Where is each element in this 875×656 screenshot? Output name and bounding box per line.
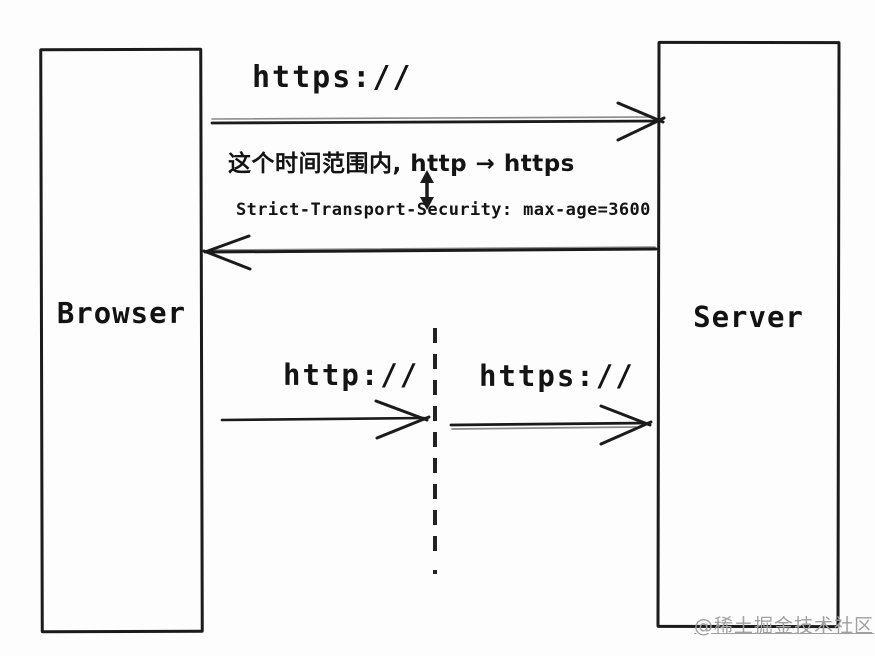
https-redirect-arrow: [449, 404, 653, 446]
sts-header-label: Strict-Transport-Security: max-age=3600: [236, 200, 651, 220]
sts-response-arrow: [202, 234, 658, 271]
server-node: Server: [656, 40, 841, 629]
browser-label: Browser: [56, 295, 187, 331]
watermark: @稀土掘金技术社区: [694, 615, 875, 637]
hsts-note-label: 这个时间范围内, http → https: [228, 151, 575, 177]
https-request-label: https://: [252, 60, 413, 95]
browser-node: Browser: [39, 47, 204, 634]
http-redirect-label: http://: [283, 358, 420, 392]
server-label: Server: [693, 299, 804, 335]
https-redirect-label: https://: [479, 359, 635, 393]
https-request-arrow: [210, 101, 666, 142]
http-redirect-arrow: [220, 399, 431, 440]
